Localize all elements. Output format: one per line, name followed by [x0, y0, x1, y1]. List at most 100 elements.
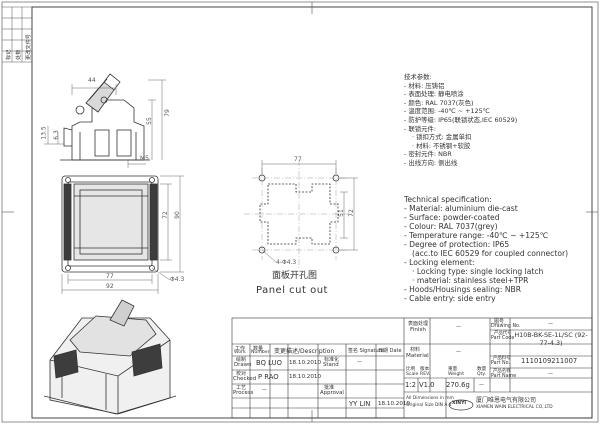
- spec-en-line: (acc.to IEC 60529 for coupled connector): [412, 248, 569, 258]
- hdr-number-cn: 数量: [253, 346, 264, 352]
- hdr-number-en: Number: [251, 350, 270, 355]
- dim-front-h1: 72: [161, 211, 169, 219]
- checked-label-cn: 校对: [236, 371, 247, 377]
- rev-col-doc: 更改文件号: [26, 34, 32, 60]
- spec-en-line: · material: stainless steel+TPR: [412, 275, 529, 285]
- dim-cut-hole: 4-Φ4.3: [276, 259, 297, 266]
- spec-en: Technical specification: - Material: alu…: [404, 196, 568, 304]
- spec-cn-title: 技术参数:: [404, 73, 432, 81]
- front-dimensions: [61, 175, 184, 294]
- spec-en-line: - Hoods/Housings sealing: NBR: [404, 284, 522, 294]
- approval-label-en: Approval: [320, 390, 344, 396]
- drawn-date: 18.10.2010: [289, 360, 322, 366]
- dim-front-hole: Φ4.3: [170, 276, 185, 283]
- qty-label: 数量: [477, 367, 487, 372]
- rev-label: 版本: [420, 367, 430, 372]
- finish-label-cn: 表面处理: [408, 321, 429, 327]
- part-no-value: 1110109211007: [521, 357, 578, 365]
- checked-name: P RAO: [258, 373, 279, 381]
- spec-cn-line: - 出线方向: 侧出线: [404, 158, 458, 167]
- hdr-work-cn: 工作: [235, 346, 246, 352]
- checked-label-en: Checked: [233, 376, 257, 382]
- drawn-label-en: Drawn: [234, 362, 252, 368]
- spec-cn-line: - 密封元件: NBR: [404, 150, 452, 159]
- panel-cutout: [244, 160, 352, 268]
- spec-en-line: - Material: aluminium die-cast: [404, 203, 518, 213]
- spec-en-title: Technical specification:: [404, 195, 492, 204]
- rev-value: V1.0: [419, 381, 435, 389]
- dim-note-1: All Dimensions in mm: [406, 396, 454, 401]
- spec-cn-line: · 锁扣方式: 金属单扣: [412, 133, 472, 142]
- dim-side-h4: 6.3: [52, 130, 60, 140]
- spec-cn-line: - 表面处理: 静电喷涂: [404, 90, 464, 99]
- company-name-en: XIAMEN WAIN ELECTRICAL CO.,LTD: [476, 405, 553, 410]
- approval-name: YY LIN: [349, 400, 371, 408]
- dim-front-w2: 92: [106, 283, 114, 290]
- spec-cn-line: - 温度范围: -40℃ ~ +125℃: [404, 107, 490, 116]
- process-label-en: Process: [233, 390, 254, 396]
- spec-en-line: - Temperature range: -40℃ ~ +125℃: [404, 230, 549, 240]
- iso-view: [43, 299, 177, 415]
- side-dimensions: [44, 79, 166, 168]
- spec-en-line: - Colour: RAL 7037(grey): [404, 221, 498, 231]
- spec-cn-line: - 颜色: RAL 7037(灰色): [404, 98, 474, 107]
- side-view: [60, 73, 150, 161]
- dim-cut-h1: 51: [337, 209, 345, 217]
- part-no-cn: 产品料号: [493, 356, 511, 361]
- process-label-cn: 工艺: [236, 385, 247, 391]
- front-view: [61, 175, 159, 273]
- scale-label: 比例: [406, 367, 416, 372]
- spec-cn-line: - 材料: 压铸铝: [404, 81, 445, 90]
- qty-value: —: [479, 382, 484, 388]
- hdr-work-en: Work: [234, 350, 246, 355]
- part-name-value: —: [548, 371, 553, 377]
- panel-cut-title-en: Panel cut out: [256, 285, 328, 296]
- approval-date: 18.10.2010: [378, 401, 411, 407]
- approval-label-cn: 批准: [324, 385, 335, 391]
- dim-side-h1: 55: [145, 117, 153, 125]
- drawing-no-value: —: [548, 321, 553, 327]
- spec-cn-line: - 防护等级: IP65(联锁状态,IEC 60529): [404, 115, 518, 124]
- stand-value: —: [357, 359, 362, 365]
- spec-en-line: - Cable entry: side entry: [404, 293, 496, 303]
- hdr-description: 变更描述/Description: [274, 348, 335, 355]
- hdr-signature: 签名 Signature: [348, 348, 384, 354]
- spec-cn: 技术参数: - 材料: 压铸铝 - 表面处理: 静电喷涂 - 颜色: RAL 7…: [404, 74, 517, 169]
- part-code-cn: 产品代号: [494, 331, 512, 336]
- finish-value: —: [456, 324, 461, 330]
- cutout-dimensions: [261, 160, 358, 263]
- weight-value: 270.6g: [446, 381, 470, 389]
- spec-cn-line: - 联锁元件:: [404, 124, 437, 133]
- dim-cut-width: 77: [294, 156, 302, 163]
- part-no-en: Part No.: [491, 361, 510, 366]
- rev-label-en: REV.: [420, 372, 431, 377]
- dim-note-2: Original Size DIN A 4: [406, 403, 452, 408]
- hdr-date: 日期 Date: [378, 348, 402, 354]
- rev-col-mark: 标记: [6, 49, 12, 60]
- weight-label: 重量: [448, 367, 458, 372]
- dim-side-h3: 13.5: [40, 126, 48, 140]
- dim-front-h2: 90: [173, 211, 181, 219]
- panel-cut-title-cn: 面板开孔图: [272, 271, 318, 281]
- material-label-cn: 材料: [410, 347, 421, 353]
- dim-side-h2: 79: [163, 109, 171, 117]
- spec-en-line: - Surface: powder-coated: [404, 212, 500, 222]
- part-name-cn: 产品名称: [493, 369, 511, 374]
- scale-label-en: Scale: [406, 372, 419, 377]
- part-code-value: H10B-BK-SE-1L/SC (92-77-4.3): [514, 331, 588, 347]
- dim-side-thread: M5: [140, 155, 149, 162]
- process-name: —: [262, 387, 267, 393]
- drawing-no-cn: 图号: [494, 319, 505, 325]
- dim-cut-h2: 72: [347, 209, 355, 217]
- company-name-cn: 厦门唯恩电气有限公司: [476, 397, 537, 404]
- stand-label-en: Stand: [323, 362, 339, 368]
- drawn-label-cn: 绘制: [236, 357, 247, 363]
- rev-col-count: 处数: [16, 49, 22, 60]
- part-name-en: Part Name: [491, 374, 517, 379]
- spec-cn-line: · 材料: 不锈钢+软胶: [412, 141, 471, 150]
- material-value: —: [456, 349, 461, 355]
- drawing-no-en: Drawing No.: [491, 324, 521, 329]
- drawn-name: BQ LUO: [256, 359, 282, 367]
